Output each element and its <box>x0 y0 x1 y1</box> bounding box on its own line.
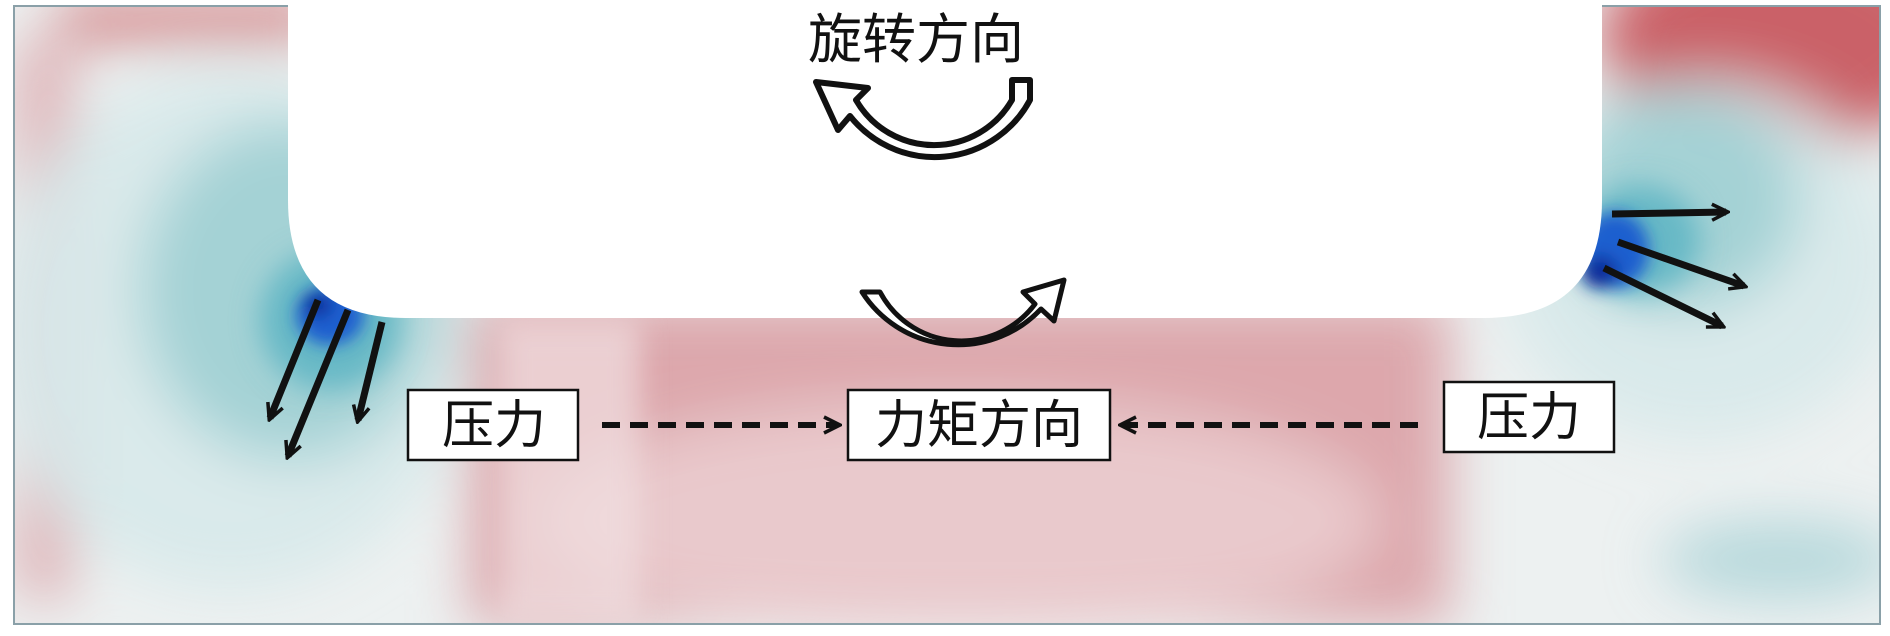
left-flow-arrow <box>270 298 322 418</box>
rotation-large-icon <box>813 77 1033 161</box>
right-pressure-label: 压力 <box>1477 388 1581 448</box>
right-flow-arrows-icon <box>1602 212 1744 330</box>
rotation-small-icon <box>859 277 1067 348</box>
right-pressure-box: 压力 <box>1442 380 1616 454</box>
left-flow-arrow <box>288 308 352 456</box>
torque-direction-label: 力矩方向 <box>875 396 1083 456</box>
rotation-direction-label: 旋转方向 <box>808 8 1024 71</box>
right-flow-arrow <box>1616 238 1744 286</box>
left-pressure-label: 压力 <box>442 396 546 456</box>
right-flow-arrow <box>1611 212 1726 214</box>
right-flow-arrow <box>1602 264 1722 330</box>
torque-direction-box: 力矩方向 <box>846 388 1112 462</box>
left-pressure-box: 压力 <box>406 388 580 462</box>
left-flow-arrow <box>358 321 386 420</box>
left-flow-arrows-icon <box>270 298 386 456</box>
